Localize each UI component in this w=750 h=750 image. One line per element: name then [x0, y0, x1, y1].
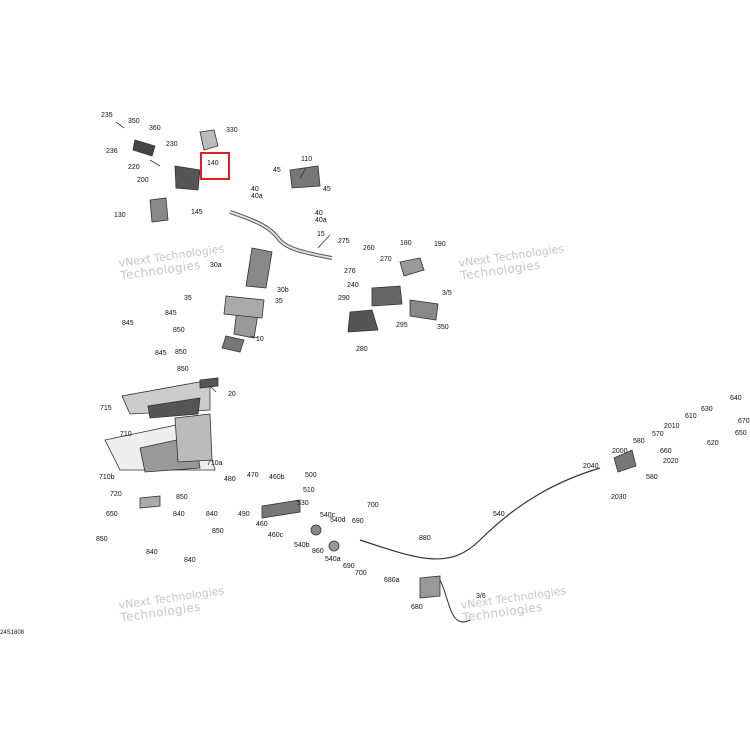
part-label: 530	[297, 500, 309, 507]
part-label: 2040	[583, 463, 599, 470]
part-label: 2030	[611, 494, 627, 501]
part-label: 40a	[251, 193, 263, 200]
part-label: 570	[652, 431, 664, 438]
part-label: 650	[106, 511, 118, 518]
part-label: 190	[434, 241, 446, 248]
part-label: 540a	[325, 556, 341, 563]
part-label: 540d	[330, 517, 346, 524]
part-label: 280	[356, 346, 368, 353]
part-label: 690	[343, 563, 355, 570]
part-label: 140	[207, 160, 219, 167]
part-label: 2000	[612, 448, 628, 455]
part-label: 850	[175, 349, 187, 356]
part-label: 840	[173, 511, 185, 518]
part-label: 610	[685, 413, 697, 420]
part-label: 720	[110, 491, 122, 498]
reference-code: 24S1808	[0, 630, 25, 636]
part-label: 270	[380, 256, 392, 263]
part-label: 510	[303, 487, 315, 494]
part-label: 30a	[210, 262, 222, 269]
part-label: 15	[317, 231, 325, 238]
part-label: 840	[146, 549, 158, 556]
part-label: 40a	[315, 217, 327, 224]
part-label: 880	[419, 535, 431, 542]
part-label: 30b	[277, 287, 289, 294]
part-label: 620	[707, 440, 719, 447]
part-label: 40	[315, 210, 323, 217]
part-label: 580	[646, 474, 658, 481]
part-label: 845	[155, 350, 167, 357]
part-label: 2020	[663, 458, 679, 465]
part-label: 40	[251, 186, 259, 193]
part-label: 690	[352, 518, 364, 525]
part-label: 35	[184, 295, 192, 302]
part-label: 235	[101, 112, 113, 119]
part-label: 130	[114, 212, 126, 219]
part-label: 860	[312, 548, 324, 555]
part-label: 490	[238, 511, 250, 518]
part-label: 200	[137, 177, 149, 184]
part-label: 715	[100, 405, 112, 412]
part-label: 845	[165, 310, 177, 317]
part-label: 850	[177, 366, 189, 373]
part-label: 540c	[320, 512, 336, 519]
part-label: 276	[344, 268, 356, 275]
part-label: 20	[228, 391, 236, 398]
part-label: 230	[166, 141, 178, 148]
part-label: 710a	[207, 460, 223, 467]
part-label: 540	[493, 511, 505, 518]
part-label: 45	[323, 186, 331, 193]
part-label: 350	[437, 324, 449, 331]
part-label: 580	[633, 438, 645, 445]
part-label: 240	[347, 282, 359, 289]
part-label: 3/5	[442, 290, 452, 297]
part-label: 650	[735, 430, 747, 437]
part-label: 840	[206, 511, 218, 518]
part-label: 660	[660, 448, 672, 455]
part-label: 110	[301, 156, 313, 163]
part-label: 460b	[269, 474, 285, 481]
part-label: 35	[275, 298, 283, 305]
part-label: 850	[96, 536, 108, 543]
part-label: 850	[212, 528, 224, 535]
part-label: 850	[173, 327, 185, 334]
part-label: 220	[128, 164, 140, 171]
part-label: 710	[120, 431, 132, 438]
part-label: 700	[367, 502, 379, 509]
part-label: 275	[338, 238, 350, 245]
part-label: 260	[363, 245, 375, 252]
part-label: 180	[400, 240, 412, 247]
highlight-box	[200, 152, 230, 180]
part-label: 840	[184, 557, 196, 564]
part-label: 700	[355, 570, 367, 577]
part-label: 710b	[99, 474, 115, 481]
part-label: 3/6	[476, 593, 486, 600]
part-label: 236	[106, 148, 118, 155]
part-label: 540b	[294, 542, 310, 549]
part-label: 295	[396, 322, 408, 329]
part-label: 145	[191, 209, 203, 216]
part-label: 480	[224, 476, 236, 483]
part-label: 680a	[384, 577, 400, 584]
part-label: 850	[176, 494, 188, 501]
part-label: 290	[338, 295, 350, 302]
part-label: 670	[738, 418, 750, 425]
part-label: 350	[128, 118, 140, 125]
part-label: 500	[305, 472, 317, 479]
part-label: 360	[149, 125, 161, 132]
part-label: 640	[730, 395, 742, 402]
part-label: 630	[701, 406, 713, 413]
part-label: 2010	[664, 423, 680, 430]
part-label: 45	[273, 167, 281, 174]
part-label: 460	[256, 521, 268, 528]
part-label: 845	[122, 320, 134, 327]
part-label: 10	[256, 336, 264, 343]
part-label: 460c	[268, 532, 284, 539]
part-label: 680	[411, 604, 423, 611]
part-label: 330	[226, 127, 238, 134]
part-label: 470	[247, 472, 259, 479]
